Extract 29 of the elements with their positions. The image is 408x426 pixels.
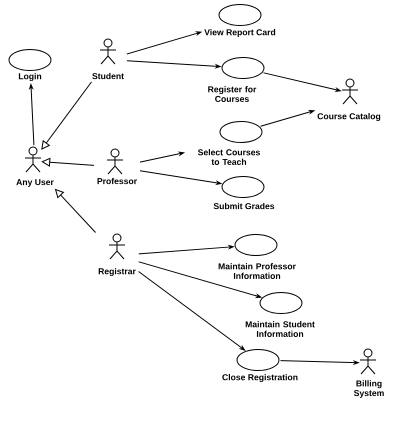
node-label: Select Courses to Teach [198,149,260,165]
use-case: Select Courses to Teach [198,121,262,165]
actor: Billing System [354,348,384,398]
actor: Course Catalog [318,78,380,122]
use-case: View Report Card [204,4,276,38]
generalization-arrow [41,81,92,150]
actor: Any User [16,146,54,187]
use-case: Maintain Professor Information [218,234,296,279]
node-label: Register for Courses [208,86,256,102]
actor: Student [92,38,124,80]
node-label: Student [92,72,124,80]
node-label: Course Catalog [318,112,380,122]
node-label: Maintain Professor Information [218,263,296,279]
node-label: View Report Card [204,29,276,38]
node-label: Login [18,72,42,82]
use-case: Maintain Student Information [246,292,315,337]
node-label: Billing System [354,380,384,398]
node-label: Close Registration [222,374,298,382]
use-case: Close Registration [222,349,298,382]
use-case: Login [8,49,52,82]
node-label: Registrar [98,268,136,276]
actor: Registrar [98,234,136,276]
node-label: Professor [98,178,137,184]
actor: Professor [98,148,137,184]
node-label: Submit Grades [214,202,274,210]
use-case: Submit Grades [214,176,274,210]
node-label: Any User [16,179,54,187]
node-label: Maintain Student Information [246,321,315,337]
use-case: Register for Courses [208,57,264,102]
